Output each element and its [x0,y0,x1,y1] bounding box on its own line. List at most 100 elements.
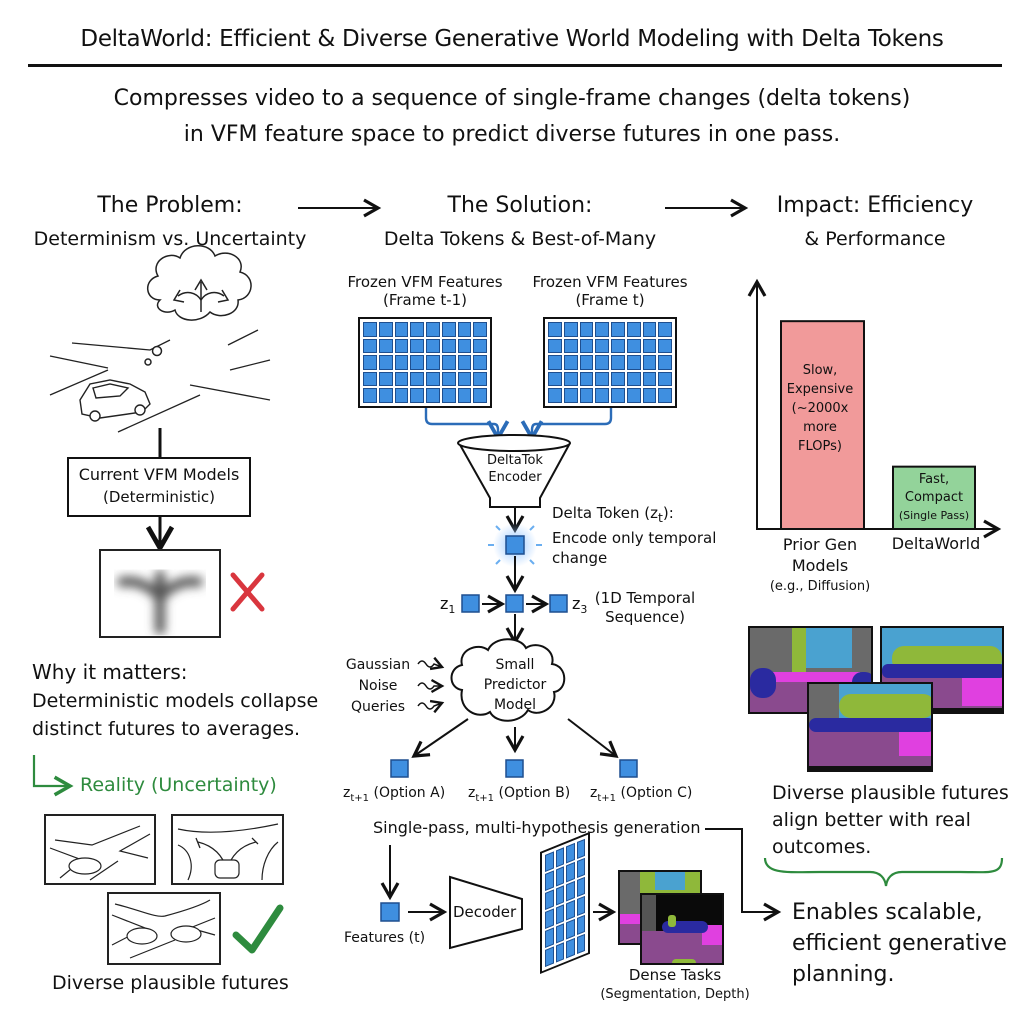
solution-subheading: Delta Tokens & Best-of-Many [383,228,657,250]
feature-token-cell [579,338,594,354]
feature-token-cell [410,371,424,387]
bar-prior-gen-models [780,320,865,530]
feature-token-cell [473,371,487,387]
category-label-deltaworld: DeltaWorld [876,534,996,553]
feature-token-cell [658,388,672,403]
option-a-text: (Option A) [373,785,446,801]
model-box-line-2: (Deterministic) [102,488,216,506]
diverse-futures-caption: Diverse plausible futures [52,972,289,994]
frame-tminus1-label-2: (Frame t-1) [382,291,468,309]
why-line-2: distinct futures to averages. [32,718,301,740]
category-label-line: Prior Gen [782,535,858,554]
feature-token-cell [566,900,575,921]
feature-token-cell [441,322,456,337]
option-b-z: z [468,785,476,801]
single-pass-label: Single-pass, multi-hypothesis generation [373,818,701,837]
feature-token-cell [473,388,487,403]
feature-token-cell [473,338,487,354]
bar-label-deltaworld: Fast,Compact(Single Pass) [891,471,977,525]
feature-token-cell [563,355,578,370]
predictor-label-2: Predictor [483,677,547,693]
bar-label-line: Expensive [786,381,854,397]
z1-subscript: 1 [448,603,456,617]
decoder-label: Decoder [453,903,517,921]
sequence-z3-label: z3 [572,594,587,616]
feature-token-cell [563,338,578,354]
conclusion-line-3: planning. [792,962,895,987]
feature-token-cell [579,371,594,387]
dense-tasks-label: Dense Tasks (Segmentation, Depth) [580,965,770,1005]
option-b-text: (Option B) [498,785,571,801]
feature-token-cell [611,355,625,370]
feature-token-cell [545,870,554,891]
feature-token-cell [579,322,594,337]
feature-token-cell [595,371,609,387]
encoder-label: DeltaTok Encoder [470,452,560,486]
predictor-label: Small Predictor Model [470,655,560,715]
frame-t-label-1: Frozen VFM Features [532,273,688,291]
solution-heading: The Solution: [447,193,593,218]
sequence-label-1: (1D Temporal [594,589,696,607]
feature-token-cell [642,355,657,370]
feature-token-cell [611,322,625,337]
z3-letter: z [572,594,581,613]
feature-token-cell [658,371,672,387]
feature-token-cell [545,889,554,910]
feature-token-cell [563,322,578,337]
feature-token-cell [441,388,456,403]
feature-token-cell [441,355,456,370]
feature-token-cell [363,322,377,337]
delta-token-title-end: ): [662,504,674,522]
feature-token-cell [426,338,440,354]
feature-token-cell [642,338,657,354]
feature-token-cell [576,895,585,917]
split-arrow-icon [172,278,230,312]
frame-tminus1-label-1: Frozen VFM Features [347,273,503,291]
connector-frame-t [520,408,613,442]
bar-label-line: (~2000x [791,400,849,416]
delta-token-description: Delta Token (zt): Encode only temporal c… [552,503,716,568]
feature-token-cell [626,338,641,354]
impact-subheading: & Performance [804,228,946,250]
conclusion-text: Enables scalable, efficient generative p… [792,897,1007,990]
feature-token-cell [545,927,554,948]
option-c-subscript: t+1 [597,792,617,804]
option-a-label: zt+1 (Option A) [343,785,445,804]
feature-token-cell [626,388,641,403]
feature-token-cell [595,322,609,337]
intersection-icon [49,329,271,433]
feature-token-cell [563,388,578,403]
feature-token-cell [457,388,472,403]
feature-token-cell [378,388,393,403]
feature-token-cell [626,322,641,337]
arrow-predictor-to-option-c [567,718,619,758]
dense-tasks-line-1: Dense Tasks [628,966,722,984]
feature-token-cell [394,338,409,354]
feature-token-cell [378,338,393,354]
subtitle-line-2: in VFM feature space to predict diverse … [183,122,841,147]
dense-tasks-line-2: (Segmentation, Depth) [600,987,750,1002]
title-divider [28,64,1002,67]
chart-bars [780,320,976,530]
bar-label-line: FLOPs) [798,438,842,454]
feature-token-cell [545,851,554,872]
feature-token-cell [566,938,575,959]
feature-token-cell [555,904,564,925]
feature-token-cell [378,322,393,337]
noise-inputs-label: Gaussian Noise Queries [338,655,418,718]
seg-map-front [640,893,724,965]
feature-token-cell [363,388,377,403]
feature-token-cell [611,388,625,403]
sequence-description: (1D Temporal Sequence) [590,589,700,627]
sequence-label-2: Sequence) [605,608,685,626]
feature-token-cell [576,914,585,936]
feature-token-cell [426,388,440,403]
delta-token [505,535,525,555]
feature-token-cell [548,355,562,370]
feature-token-cell [441,338,456,354]
predictor-label-1: Small [495,657,535,673]
feature-token-cell [545,946,554,967]
feature-token-cell [378,371,393,387]
frame-t-label: Frozen VFM Features (Frame t) [525,273,695,309]
